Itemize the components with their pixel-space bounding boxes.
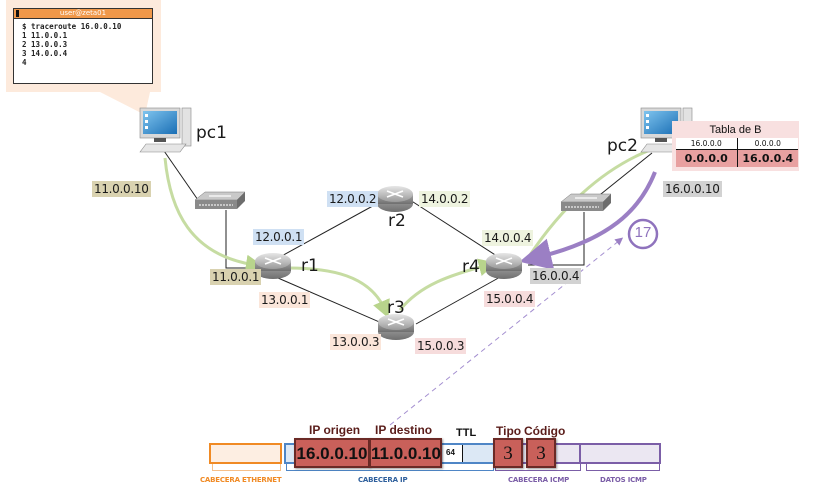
router-r3-icon bbox=[378, 314, 414, 340]
link-pc1-switch1 bbox=[161, 147, 199, 201]
ip-destino-title: IP destino bbox=[375, 423, 433, 437]
router-r4-icon bbox=[486, 253, 522, 279]
terminal-line: 3 14.0.0.4 bbox=[22, 49, 68, 58]
addr-r2-eth0: 12.0.0.2 bbox=[327, 191, 379, 207]
terminal-titlebar: user@zeta01 bbox=[14, 9, 152, 19]
pc1-computer-icon bbox=[139, 107, 192, 153]
codigo-field: 3 bbox=[526, 438, 556, 468]
terminal-window: user@zeta01 $ traceroute 16.0.0.10 1 11.… bbox=[13, 8, 153, 84]
terminal-title: user@zeta01 bbox=[59, 9, 107, 17]
link-r3-r4 bbox=[415, 275, 503, 325]
terminal-line: $ traceroute 16.0.0.10 bbox=[22, 22, 122, 31]
icmp-label: CABECERA ICMP bbox=[508, 476, 570, 484]
ttl-value: 64 bbox=[446, 448, 455, 457]
link-r1-r2 bbox=[277, 201, 381, 259]
ethernet-header-box bbox=[209, 443, 282, 464]
addr-r4-eth2: 16.0.0.4 bbox=[530, 268, 582, 284]
addr-pc1: 11.0.0.10 bbox=[92, 181, 151, 197]
terminal-line: 1 11.0.0.1 bbox=[22, 31, 68, 40]
ethernet-bracket bbox=[212, 464, 281, 471]
tipo-title: Tipo bbox=[496, 424, 522, 438]
addr-pc2: 16.0.0.10 bbox=[663, 181, 722, 197]
addr-r3-eth1: 15.0.0.3 bbox=[415, 338, 467, 354]
addr-r4-eth0: 14.0.0.4 bbox=[482, 230, 534, 246]
traceroute-path bbox=[163, 148, 651, 319]
terminal-line: 4 bbox=[22, 58, 27, 67]
routing-table: Tabla de B 16.0.0.0 0.0.0.0 0.0.0.0 16.0… bbox=[672, 121, 799, 171]
link-switch2-pc2 bbox=[595, 152, 653, 199]
pc1-label: pc1 bbox=[196, 123, 227, 143]
icmp-data-box bbox=[581, 443, 661, 464]
r4-label: r4 bbox=[462, 257, 480, 277]
ip-label: CABECERA IP bbox=[358, 476, 408, 484]
ip-origen-field: 16.0.0.10 bbox=[294, 438, 370, 468]
router-r2-icon bbox=[377, 186, 413, 212]
routing-table-grid: 16.0.0.0 0.0.0.0 0.0.0.0 16.0.0.4 bbox=[676, 138, 798, 167]
icmp-data-bracket bbox=[586, 464, 660, 471]
routing-table-title: Tabla de B bbox=[709, 124, 762, 136]
codigo-title: Código bbox=[524, 424, 566, 438]
addr-r1-eth2: 13.0.0.1 bbox=[259, 292, 311, 308]
routing-table-cell: 0.0.0.0 bbox=[737, 138, 798, 149]
addr-r4-eth1: 15.0.0.4 bbox=[484, 291, 536, 307]
ttl-title: TTL bbox=[456, 427, 477, 439]
addr-r1-eth1: 12.0.0.1 bbox=[253, 229, 305, 245]
icmp-data-label: DATOS ICMP bbox=[600, 476, 647, 484]
routing-table-cell: 16.0.0.0 bbox=[676, 138, 738, 149]
terminal-menu-icon bbox=[16, 10, 19, 17]
step-badge-number: 17 bbox=[634, 224, 652, 241]
ttl-field bbox=[443, 445, 463, 462]
ethernet-label: CABECERA ETHERNET bbox=[200, 476, 282, 484]
r3-label: r3 bbox=[387, 298, 405, 318]
pc2-label: pc2 bbox=[607, 136, 638, 156]
step-badge-circle bbox=[627, 218, 659, 250]
terminal-output: $ traceroute 16.0.0.10 1 11.0.0.1 2 13.0… bbox=[14, 19, 152, 67]
routing-table-row: 16.0.0.0 0.0.0.0 bbox=[676, 138, 798, 150]
physical-links bbox=[161, 147, 653, 325]
addr-r1-eth0: 11.0.0.1 bbox=[210, 269, 262, 285]
link-r2-r4 bbox=[409, 199, 501, 259]
addr-r2-eth1: 14.0.0.2 bbox=[419, 191, 471, 207]
r2-label: r2 bbox=[388, 211, 406, 231]
icmp-return-arrow bbox=[519, 171, 657, 270]
routing-table-row-highlighted: 0.0.0.0 16.0.0.4 bbox=[676, 150, 798, 167]
routing-table-cell: 16.0.0.4 bbox=[737, 150, 798, 167]
routing-table-cell: 0.0.0.0 bbox=[676, 150, 738, 167]
link-r1-r3 bbox=[277, 277, 385, 325]
ip-destino-field: 11.0.0.10 bbox=[369, 438, 442, 468]
addr-r3-eth0: 13.0.0.3 bbox=[330, 334, 382, 350]
router-r1-icon bbox=[255, 253, 291, 279]
terminal-pointer bbox=[100, 92, 150, 115]
switch-1-icon bbox=[194, 191, 246, 209]
ip-origen-title: IP origen bbox=[309, 423, 361, 437]
switch-2-icon bbox=[560, 193, 612, 211]
packet-pointer bbox=[389, 237, 624, 426]
r1-label: r1 bbox=[301, 256, 319, 276]
tipo-field: 3 bbox=[493, 438, 523, 468]
terminal-line: 2 13.0.0.3 bbox=[22, 40, 68, 49]
